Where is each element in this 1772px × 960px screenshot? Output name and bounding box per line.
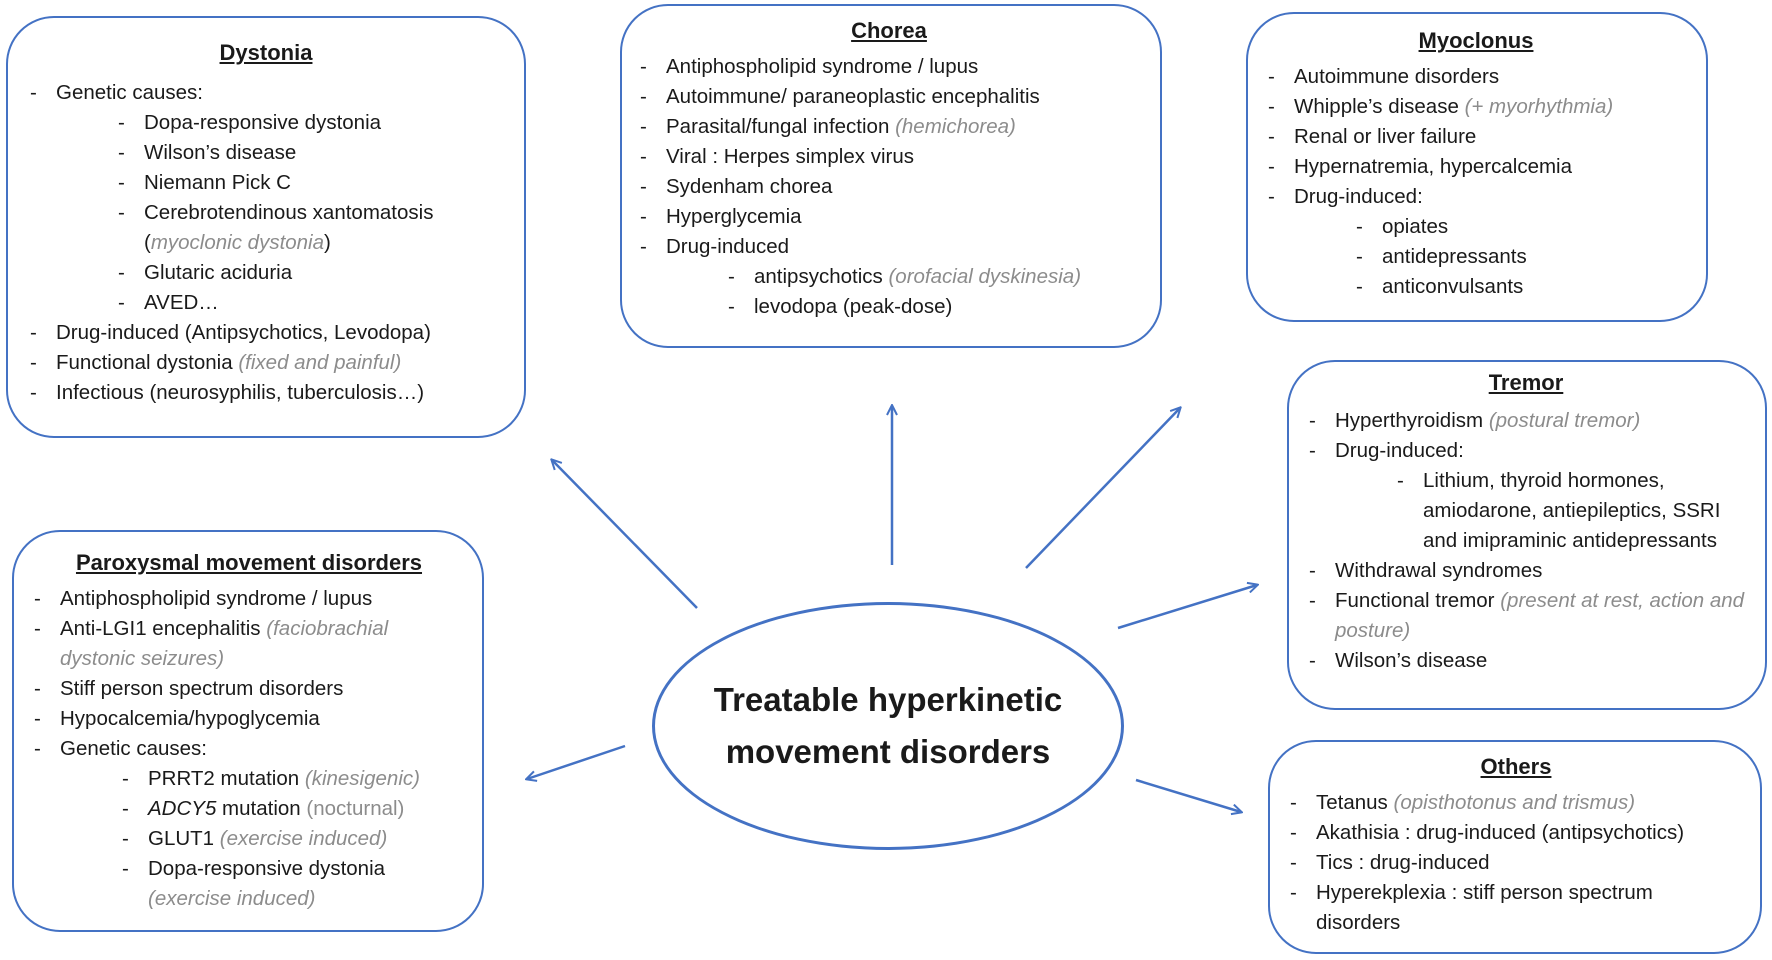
list-item: Wilson’s disease	[114, 138, 506, 168]
list-item: Hyperekplexia : stiff person spectrum di…	[1286, 878, 1726, 938]
chorea-list: Antiphospholipid syndrome / lupus Autoim…	[636, 52, 1142, 322]
list-item: Anti-LGI1 encephalitis (faciobrachial dy…	[30, 614, 460, 674]
others-list: Tetanus (opisthotonus and trismus) Akath…	[1286, 788, 1746, 938]
paroxysmal-box: Paroxysmal movement disorders Antiphosph…	[12, 530, 484, 932]
list-item: opiates	[1352, 212, 1688, 242]
list-item: Dopa-responsive dystonia(exercise induce…	[118, 854, 468, 914]
chorea-box: Chorea Antiphospholipid syndrome / lupus…	[620, 4, 1162, 348]
list-item: Tics : drug-induced	[1286, 848, 1746, 878]
arrow-to-dystonia	[552, 460, 698, 609]
list-item: Whipple’s disease (+ myorhythmia)	[1264, 92, 1688, 122]
list-item: Niemann Pick C	[114, 168, 506, 198]
list-item: Antiphospholipid syndrome / lupus	[30, 584, 468, 614]
tremor-list: Hyperthyroidism (postural tremor) Drug-i…	[1305, 406, 1747, 676]
center-ellipse: Treatable hyperkinetic movement disorder…	[652, 602, 1124, 850]
list-item: Lithium, thyroid hormones, amiodarone, a…	[1393, 466, 1753, 556]
paroxysmal-list: Antiphospholipid syndrome / lupus Anti-L…	[30, 584, 468, 914]
paroxysmal-genetic-list: PRRT2 mutation (kinesigenic) ADCY5 mutat…	[118, 764, 468, 914]
list-item: levodopa (peak-dose)	[724, 292, 1142, 322]
list-item: Hyperglycemia	[636, 202, 1142, 232]
list-item: Withdrawal syndromes	[1305, 556, 1747, 586]
myoclonus-list: Autoimmune disorders Whipple’s disease (…	[1264, 62, 1688, 302]
chorea-drug-list: antipsychotics (orofacial dyskinesia) le…	[724, 262, 1142, 322]
list-item: Antiphospholipid syndrome / lupus	[636, 52, 1142, 82]
paroxysmal-title: Paroxysmal movement disorders	[75, 550, 423, 575]
myoclonus-drug-list: opiates antidepressants anticonvulsants	[1352, 212, 1688, 302]
myoclonus-box: Myoclonus Autoimmune disorders Whipple’s…	[1246, 12, 1708, 322]
chorea-title: Chorea	[851, 18, 927, 43]
list-item: Drug-induced: Lithium, thyroid hormones,…	[1305, 436, 1747, 556]
list-item: Dopa-responsive dystonia	[114, 108, 506, 138]
list-item: Glutaric aciduria	[114, 258, 506, 288]
list-item: Akathisia : drug-induced (antipsychotics…	[1286, 818, 1746, 848]
list-item: Cerebrotendinous xantomatosis(myoclonic …	[114, 198, 506, 258]
tremor-title: Tremor	[1488, 370, 1564, 395]
arrow-to-paroxysmal	[527, 744, 626, 779]
list-item: Infectious (neurosyphilis, tuberculosis……	[26, 378, 506, 408]
arrow-to-myoclonus	[1025, 408, 1180, 569]
list-item: Autoimmune/ paraneoplastic encephalitis	[636, 82, 1142, 112]
dystonia-title: Dystonia	[219, 40, 313, 65]
dystonia-list: Genetic causes: Dopa-responsive dystonia…	[26, 78, 506, 408]
arrow-to-tremor	[1117, 585, 1257, 630]
arrow-to-others	[1135, 778, 1241, 812]
tremor-box: Tremor Hyperthyroidism (postural tremor)…	[1287, 360, 1767, 710]
list-item: Autoimmune disorders	[1264, 62, 1688, 92]
list-item: antidepressants	[1352, 242, 1688, 272]
others-box: Others Tetanus (opisthotonus and trismus…	[1268, 740, 1762, 954]
center-title: Treatable hyperkinetic movement disorder…	[713, 681, 1063, 770]
list-item: Genetic causes: PRRT2 mutation (kinesige…	[30, 734, 468, 914]
others-title: Others	[1480, 754, 1552, 779]
list-item: AVED…	[114, 288, 506, 318]
list-item: Tetanus (opisthotonus and trismus)	[1286, 788, 1746, 818]
tremor-drug-list: Lithium, thyroid hormones, amiodarone, a…	[1393, 466, 1747, 556]
list-item: ADCY5 mutation (nocturnal)	[118, 794, 468, 824]
list-item: Stiff person spectrum disorders	[30, 674, 468, 704]
list-item: Parasital/fungal infection (hemichorea)	[636, 112, 1142, 142]
list-item: Wilson’s disease	[1305, 646, 1747, 676]
list-item: Drug-induced: opiates antidepressants an…	[1264, 182, 1688, 302]
list-item: Functional dystonia (fixed and painful)	[26, 348, 506, 378]
list-item: Renal or liver failure	[1264, 122, 1688, 152]
myoclonus-title: Myoclonus	[1418, 28, 1534, 53]
list-item: Hypocalcemia/hypoglycemia	[30, 704, 468, 734]
list-item: PRRT2 mutation (kinesigenic)	[118, 764, 468, 794]
list-item: Hyperthyroidism (postural tremor)	[1305, 406, 1747, 436]
list-item: Viral : Herpes simplex virus	[636, 142, 1142, 172]
list-item: Genetic causes: Dopa-responsive dystonia…	[26, 78, 506, 318]
list-item: Drug-induced (Antipsychotics, Levodopa)	[26, 318, 506, 348]
list-item: GLUT1 (exercise induced)	[118, 824, 468, 854]
list-item: Functional tremor (present at rest, acti…	[1305, 586, 1755, 646]
dystonia-box: Dystonia Genetic causes: Dopa-responsive…	[6, 16, 526, 438]
list-item: Drug-induced antipsychotics (orofacial d…	[636, 232, 1142, 322]
list-item: Sydenham chorea	[636, 172, 1142, 202]
dystonia-genetic-list: Dopa-responsive dystonia Wilson’s diseas…	[114, 108, 506, 318]
list-item: Hypernatremia, hypercalcemia	[1264, 152, 1688, 182]
list-item: anticonvulsants	[1352, 272, 1688, 302]
list-item: antipsychotics (orofacial dyskinesia)	[724, 262, 1142, 292]
